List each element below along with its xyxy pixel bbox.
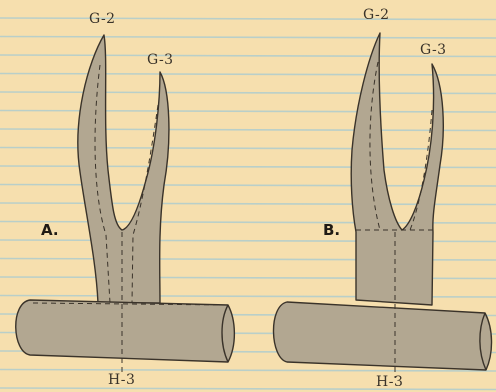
panel-b-base-cylinder (273, 302, 491, 370)
panel-b-letter: B. (323, 221, 340, 239)
panel-a-base-cylinder (16, 300, 235, 362)
panel-b-label-g3: G-3 (420, 42, 447, 58)
panel-a-label-g2: G-2 (89, 11, 116, 27)
panel-b-label-g2: G-2 (363, 7, 390, 23)
panel-a-label-g3: G-3 (147, 52, 174, 68)
panel-a-label-h3: H-3 (108, 372, 135, 388)
panel-b-label-h3: H-3 (376, 374, 403, 390)
panel-a-letter: A. (41, 221, 59, 239)
